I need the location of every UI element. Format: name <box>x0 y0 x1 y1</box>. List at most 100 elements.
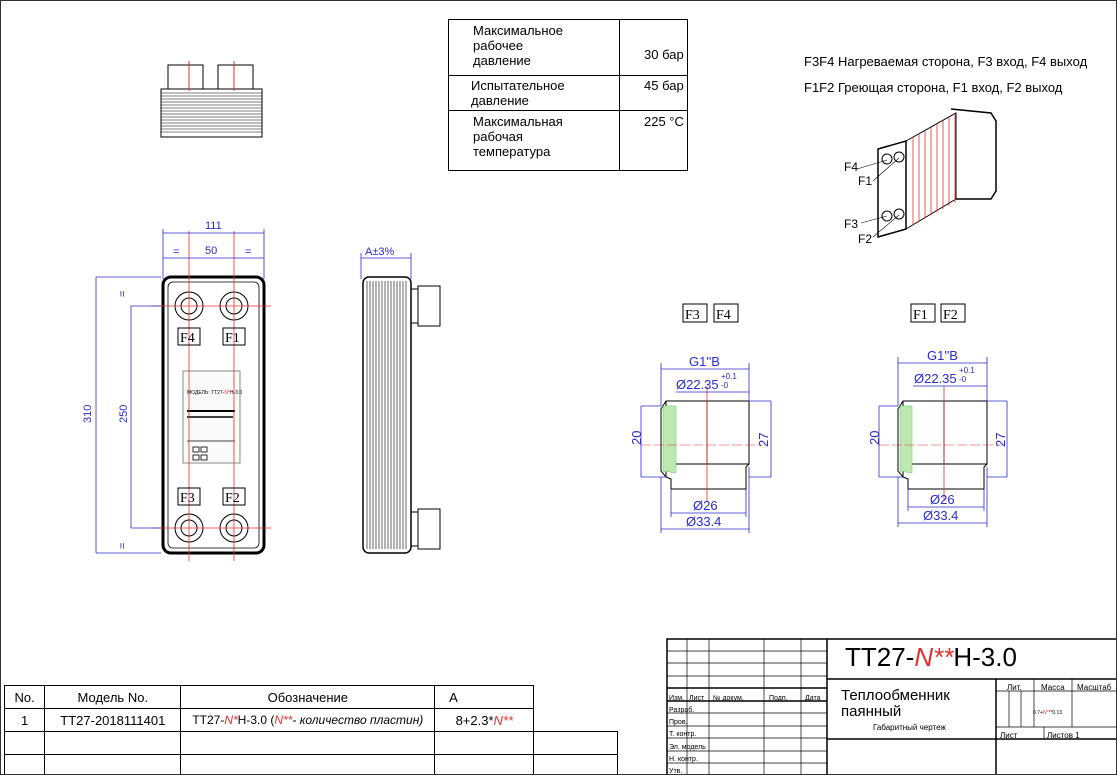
tb-massa: Масса <box>1041 683 1065 692</box>
tb-sign: Подп. <box>769 695 788 702</box>
bom-row: 1 TT27-2018111401 TT27-N*H-3.0 (N**- кол… <box>3 708 618 732</box>
eq-mark: = <box>173 246 179 258</box>
bom-hdr-desig: Обозначение <box>180 685 436 709</box>
tb-utv: Утв. <box>669 768 683 775</box>
spec-value: 30 бар <box>644 47 684 62</box>
port-labels: F4 F1 F3 F2 F3 F4 F1 F2 <box>180 308 958 506</box>
dim-50: 50 <box>205 245 217 257</box>
iso-f4: F4 <box>844 160 858 174</box>
len27-right: 27 <box>993 433 1008 447</box>
dim-310: 310 <box>82 405 94 423</box>
inner-right: Ø26 <box>930 492 955 507</box>
eq-mark: = <box>117 291 129 297</box>
tb-sheet: Лист <box>1000 731 1018 740</box>
eq-mark: = <box>245 246 251 258</box>
front-dimensions <box>95 229 412 554</box>
dim-texts: 111 50 = = 310 250 = = A±3% G1''B Ø22.35… <box>82 220 1008 549</box>
top-view <box>160 61 263 138</box>
tb-date: Дата <box>805 695 821 702</box>
tb-izm: Изм. <box>669 695 684 702</box>
bom-header: No. Модель No. Обозначение A <box>3 685 618 709</box>
detail-f4: F4 <box>716 308 731 323</box>
port-detail-f1f2 <box>879 386 1001 501</box>
len27-left: 27 <box>756 433 771 447</box>
spec-label: Максимальная рабочая температура <box>473 114 563 159</box>
detail-f2: F2 <box>943 308 958 323</box>
tol-plus-left: +0.1 <box>721 372 737 381</box>
port-detail-f3f4 <box>641 386 761 501</box>
bom-table: No. Модель No. Обозначение A 1 TT27-2018… <box>3 685 618 774</box>
tb-prov: Пров. <box>669 719 688 726</box>
iso-labels: F4 F1 F3 F2 <box>844 160 872 246</box>
bore-left: Ø22.35 <box>676 377 719 392</box>
spec-label: Испытательное давление <box>471 78 565 108</box>
front-view <box>151 231 271 561</box>
bom-a: 8+2.3*N** <box>434 708 535 732</box>
tb-nkontr: Н. контр. <box>669 756 698 763</box>
tb-razrab: Разраб. <box>669 707 695 714</box>
legend-heating: F1F2 Греющая сторона, F1 вход, F2 выход <box>804 80 1063 95</box>
title-block-frame <box>666 638 1116 774</box>
iso-view <box>856 108 997 238</box>
tb-designation: TT27-N**H-3.0 <box>845 642 1017 672</box>
thread-left: G1''B <box>689 354 720 369</box>
title-block-grid <box>667 639 1116 774</box>
outer-right: Ø33.4 <box>923 508 958 523</box>
iso-f2: F2 <box>858 232 872 246</box>
thread-right: G1''B <box>927 348 958 363</box>
spec-label: Максимальное рабочее давление <box>473 23 563 68</box>
tb-name-2: паянный <box>841 703 902 720</box>
tb-lit: Лит. <box>1007 683 1022 692</box>
bom-empty-row <box>3 731 618 755</box>
side-view <box>362 276 441 554</box>
port-f3: F3 <box>180 491 195 506</box>
eq-mark: = <box>117 543 129 549</box>
detail-f1: F1 <box>913 308 928 323</box>
tb-mass-value: 0.7+N***0.13 <box>1033 710 1063 716</box>
tb-sheets: Листов 1 <box>1047 731 1080 740</box>
bom-desig: TT27-N*H-3.0 (N**- количество пластин) <box>180 708 436 732</box>
tb-list: Лист <box>689 695 705 702</box>
port-dims-left <box>640 363 772 533</box>
spec-table: Максимальное рабочее давление 30 бар Исп… <box>448 19 688 171</box>
detail-f3: F3 <box>685 308 700 323</box>
port-dims-right <box>878 357 1008 527</box>
port-f1: F1 <box>225 331 240 346</box>
legend-heated: F3F4 Нагреваемая сторона, F3 вход, F4 вы… <box>804 54 1088 69</box>
port-f2: F2 <box>225 491 240 506</box>
bom-model: TT27-2018111401 <box>44 708 182 732</box>
spec-row: Максимальное рабочее давление 30 бар <box>448 19 688 76</box>
len20-left: 20 <box>629 431 644 445</box>
bom-no: 1 <box>3 708 46 732</box>
tb-doc-type: Габаритный чертеж <box>873 723 946 732</box>
bore-right: Ø22.35 <box>914 371 957 386</box>
iso-f1: F1 <box>858 174 872 188</box>
bom-hdr-a: A <box>434 685 535 709</box>
bom-hdr-model: Модель No. <box>44 685 182 709</box>
dim-111: 111 <box>205 220 222 232</box>
svg-text:МОДЕЛЬ: ТТ27-N*Н-3.0: МОДЕЛЬ: ТТ27-N*Н-3.0 <box>187 390 242 396</box>
nameplate-text: МОДЕЛЬ: ТТ27-N*Н-3.0 <box>187 390 242 396</box>
port-f4: F4 <box>180 331 195 346</box>
tb-tkontr: Т. контр. <box>669 731 697 738</box>
len20-right: 20 <box>867 431 882 445</box>
spec-value: 45 бар <box>644 78 684 93</box>
tb-name-1: Теплообменник <box>841 687 950 704</box>
spec-row: Максимальная рабочая температура 225 °C <box>448 110 688 171</box>
tb-elmodel: Эл. модель <box>669 744 706 751</box>
tol-minus-right: -0 <box>959 375 967 384</box>
bom-empty-row <box>3 754 618 774</box>
inner-left: Ø26 <box>693 498 718 513</box>
dim-250: 250 <box>118 405 130 423</box>
bom-hdr-no: No. <box>3 685 46 709</box>
tol-minus-left: -0 <box>721 381 729 390</box>
iso-f3: F3 <box>844 217 858 231</box>
tb-ndoc: № докум. <box>713 695 744 702</box>
spec-value: 225 °C <box>644 114 684 129</box>
dim-thickness: A±3% <box>365 246 394 258</box>
outer-left: Ø33.4 <box>686 514 721 529</box>
tol-plus-right: +0.1 <box>959 366 975 375</box>
tb-masshtab: Масштаб <box>1077 683 1112 692</box>
